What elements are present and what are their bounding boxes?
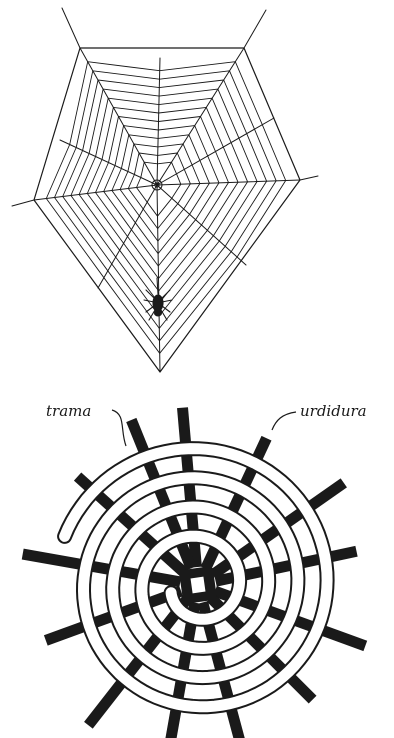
web-ring-9 — [71, 89, 257, 316]
warp-label: urdidura — [300, 402, 367, 420]
web-frame — [34, 48, 300, 372]
web-ring-3 — [120, 144, 200, 241]
web-anchor-lines — [12, 8, 318, 206]
weft-leader — [112, 410, 126, 446]
web-radial-threads — [34, 48, 300, 372]
warp-leader — [272, 412, 296, 430]
spider-web-figure — [12, 8, 318, 372]
web-ring-2 — [128, 153, 190, 229]
web-ring-7 — [87, 107, 238, 291]
basket-center-inner — [190, 576, 206, 594]
weft-label: trama — [46, 402, 91, 420]
web-ring-10 — [63, 80, 267, 328]
woven-basket-figure — [23, 408, 366, 738]
